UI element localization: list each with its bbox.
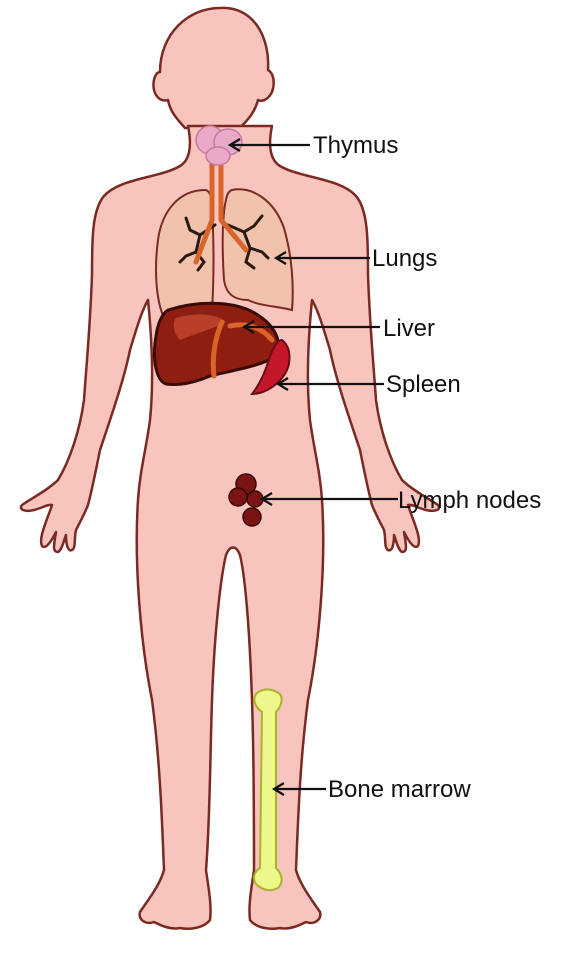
liver-label: Liver: [383, 315, 435, 342]
bone-marrow-label: Bone marrow: [328, 776, 471, 803]
lymph-node: [243, 508, 261, 526]
lymph-node: [229, 488, 247, 506]
lungs-label: Lungs: [372, 245, 437, 272]
thymus-lobe-bottom: [206, 147, 230, 165]
thymus-label: Thymus: [313, 132, 398, 159]
head: [153, 8, 273, 128]
spleen-label: Spleen: [386, 371, 461, 398]
lymph-nodes-label: Lymph nodes: [398, 487, 541, 514]
